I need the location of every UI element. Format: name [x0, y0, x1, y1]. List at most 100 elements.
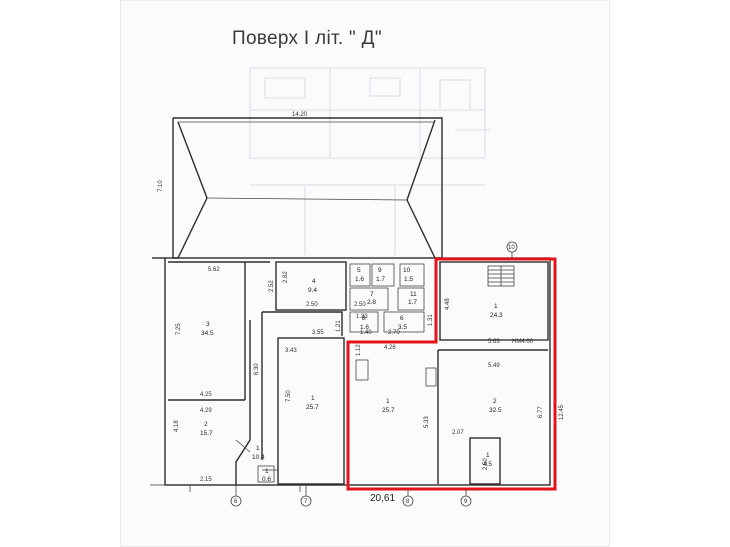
- svg-text:2.8: 2.8: [367, 299, 376, 306]
- room-labels: 334.5 49.4 51.6 91.7 101.5 72.8 111.7 81…: [200, 267, 503, 483]
- dim-270: 2.70: [388, 330, 400, 336]
- dim-677: 6.77: [538, 406, 544, 418]
- dim-hm: НМ4.00: [512, 339, 534, 345]
- svg-text:10.4: 10.4: [252, 454, 265, 461]
- dim-131: 1.31: [428, 314, 434, 326]
- svg-text:1.5: 1.5: [404, 276, 413, 283]
- dim-343: 3.43: [285, 348, 297, 354]
- svg-text:1: 1: [265, 468, 269, 475]
- svg-text:2: 2: [204, 421, 208, 428]
- svg-text:3.5: 3.5: [398, 324, 407, 331]
- roof-side-dim: 7.10: [158, 180, 164, 192]
- axis-8-circle: [402, 495, 414, 507]
- svg-text:1.7: 1.7: [376, 276, 385, 283]
- room-4: 49.4: [308, 278, 317, 294]
- dim-750: 7.50: [286, 390, 292, 402]
- roof-width-dim: 14.20: [292, 112, 308, 118]
- dim-250a: 2.50: [306, 302, 318, 308]
- svg-text:1: 1: [386, 398, 390, 405]
- stairs: [487, 265, 515, 287]
- dim-1245: 12.45: [559, 404, 565, 420]
- room-3: 334.5: [201, 321, 214, 337]
- svg-text:1.7: 1.7: [408, 299, 417, 306]
- room-0-6: 10.6: [262, 468, 271, 483]
- axis-7-circle: [300, 495, 312, 507]
- dim-250c: 2.50: [483, 458, 489, 470]
- dimension-labels: 5.62 2.52 2.82 2.50 2.50 7.25 4.25 4.29 …: [174, 267, 565, 504]
- svg-text:2: 2: [493, 398, 497, 405]
- svg-text:3: 3: [206, 321, 210, 328]
- axis-9-label: 9: [464, 499, 468, 505]
- dim-448: 4.48: [445, 298, 451, 310]
- dim-429: 4.29: [200, 408, 212, 414]
- room-7: 72.8: [367, 291, 376, 306]
- dim-121: 1.21: [336, 320, 342, 332]
- axis-markers: 6 7 8 9 10: [230, 241, 518, 507]
- svg-text:9.4: 9.4: [308, 287, 317, 294]
- dim-426: 4.26: [384, 345, 396, 351]
- dim-562: 5.62: [208, 267, 220, 273]
- dim-112: 1.12: [356, 344, 362, 356]
- svg-text:11: 11: [410, 291, 417, 298]
- svg-text:25.7: 25.7: [382, 407, 395, 414]
- svg-text:1.6: 1.6: [355, 276, 364, 283]
- svg-text:32.5: 32.5: [489, 407, 502, 414]
- room-11: 111.7: [408, 291, 417, 306]
- plan-title: Поверх І літ. " Д": [232, 28, 382, 49]
- svg-text:8: 8: [362, 315, 366, 322]
- svg-text:1.6: 1.6: [360, 324, 369, 331]
- dim-207: 2.07: [452, 430, 464, 436]
- svg-text:4.5: 4.5: [483, 461, 492, 468]
- svg-text:24.3: 24.3: [490, 312, 503, 319]
- ghost-drawing: [249, 67, 490, 255]
- dim-252: 2.52: [269, 280, 275, 292]
- axis-7-label: 7: [304, 499, 308, 505]
- room-6: 63.5: [398, 315, 407, 331]
- room-8: 81.6: [360, 315, 369, 331]
- total-length-dim: 20,61: [370, 493, 395, 504]
- axis-10-label: 10: [508, 245, 515, 251]
- svg-text:5: 5: [357, 267, 361, 274]
- building-walls: [150, 257, 551, 492]
- room-32-5: 232.5: [489, 398, 502, 414]
- dim-549: 5.49: [488, 363, 500, 369]
- svg-text:0.6: 0.6: [262, 476, 271, 483]
- axis-8-label: 8: [406, 499, 410, 505]
- highlight-outline: [346, 257, 557, 491]
- room-10-4: 110.4: [252, 445, 265, 461]
- dim-215: 2.15: [200, 477, 212, 483]
- room-9: 91.7: [376, 267, 385, 283]
- dim-250b: 2.50: [354, 302, 366, 308]
- room-25-7-left: 125.7: [306, 395, 319, 411]
- room-10: 101.5: [403, 267, 413, 283]
- dim-355: 3.55: [312, 330, 324, 336]
- svg-text:25.7: 25.7: [306, 404, 319, 411]
- axis-6-label: 6: [234, 499, 238, 505]
- dim-140: 1.40: [360, 330, 372, 336]
- svg-text:34.5: 34.5: [201, 330, 214, 337]
- scanned-page: [120, 0, 610, 547]
- svg-text:1: 1: [486, 452, 490, 459]
- svg-text:1: 1: [311, 395, 315, 402]
- dim-630: 6.30: [254, 363, 260, 375]
- room-4-5: 14.5: [483, 452, 492, 468]
- svg-text:1: 1: [256, 445, 260, 452]
- room-25-7-highlight: 125.7: [382, 398, 395, 414]
- svg-text:10: 10: [403, 267, 411, 274]
- room-24-3: 124.3: [490, 303, 503, 319]
- dim-425: 4.25: [200, 392, 212, 398]
- room-5: 51.6: [355, 267, 364, 283]
- room-15-7: 215.7: [200, 421, 213, 437]
- dim-282: 2.82: [283, 271, 289, 283]
- dim-133: 1.33: [356, 314, 368, 320]
- dim-725: 7.25: [176, 323, 182, 335]
- svg-text:4: 4: [312, 278, 316, 285]
- svg-text:7: 7: [370, 291, 374, 298]
- dim-533: 5.33: [424, 416, 430, 428]
- axis-10-circle: [506, 241, 518, 253]
- axis-6-circle: [230, 495, 242, 507]
- svg-text:6: 6: [400, 315, 404, 322]
- svg-text:15.7: 15.7: [200, 430, 213, 437]
- axis-9-circle: [460, 495, 472, 507]
